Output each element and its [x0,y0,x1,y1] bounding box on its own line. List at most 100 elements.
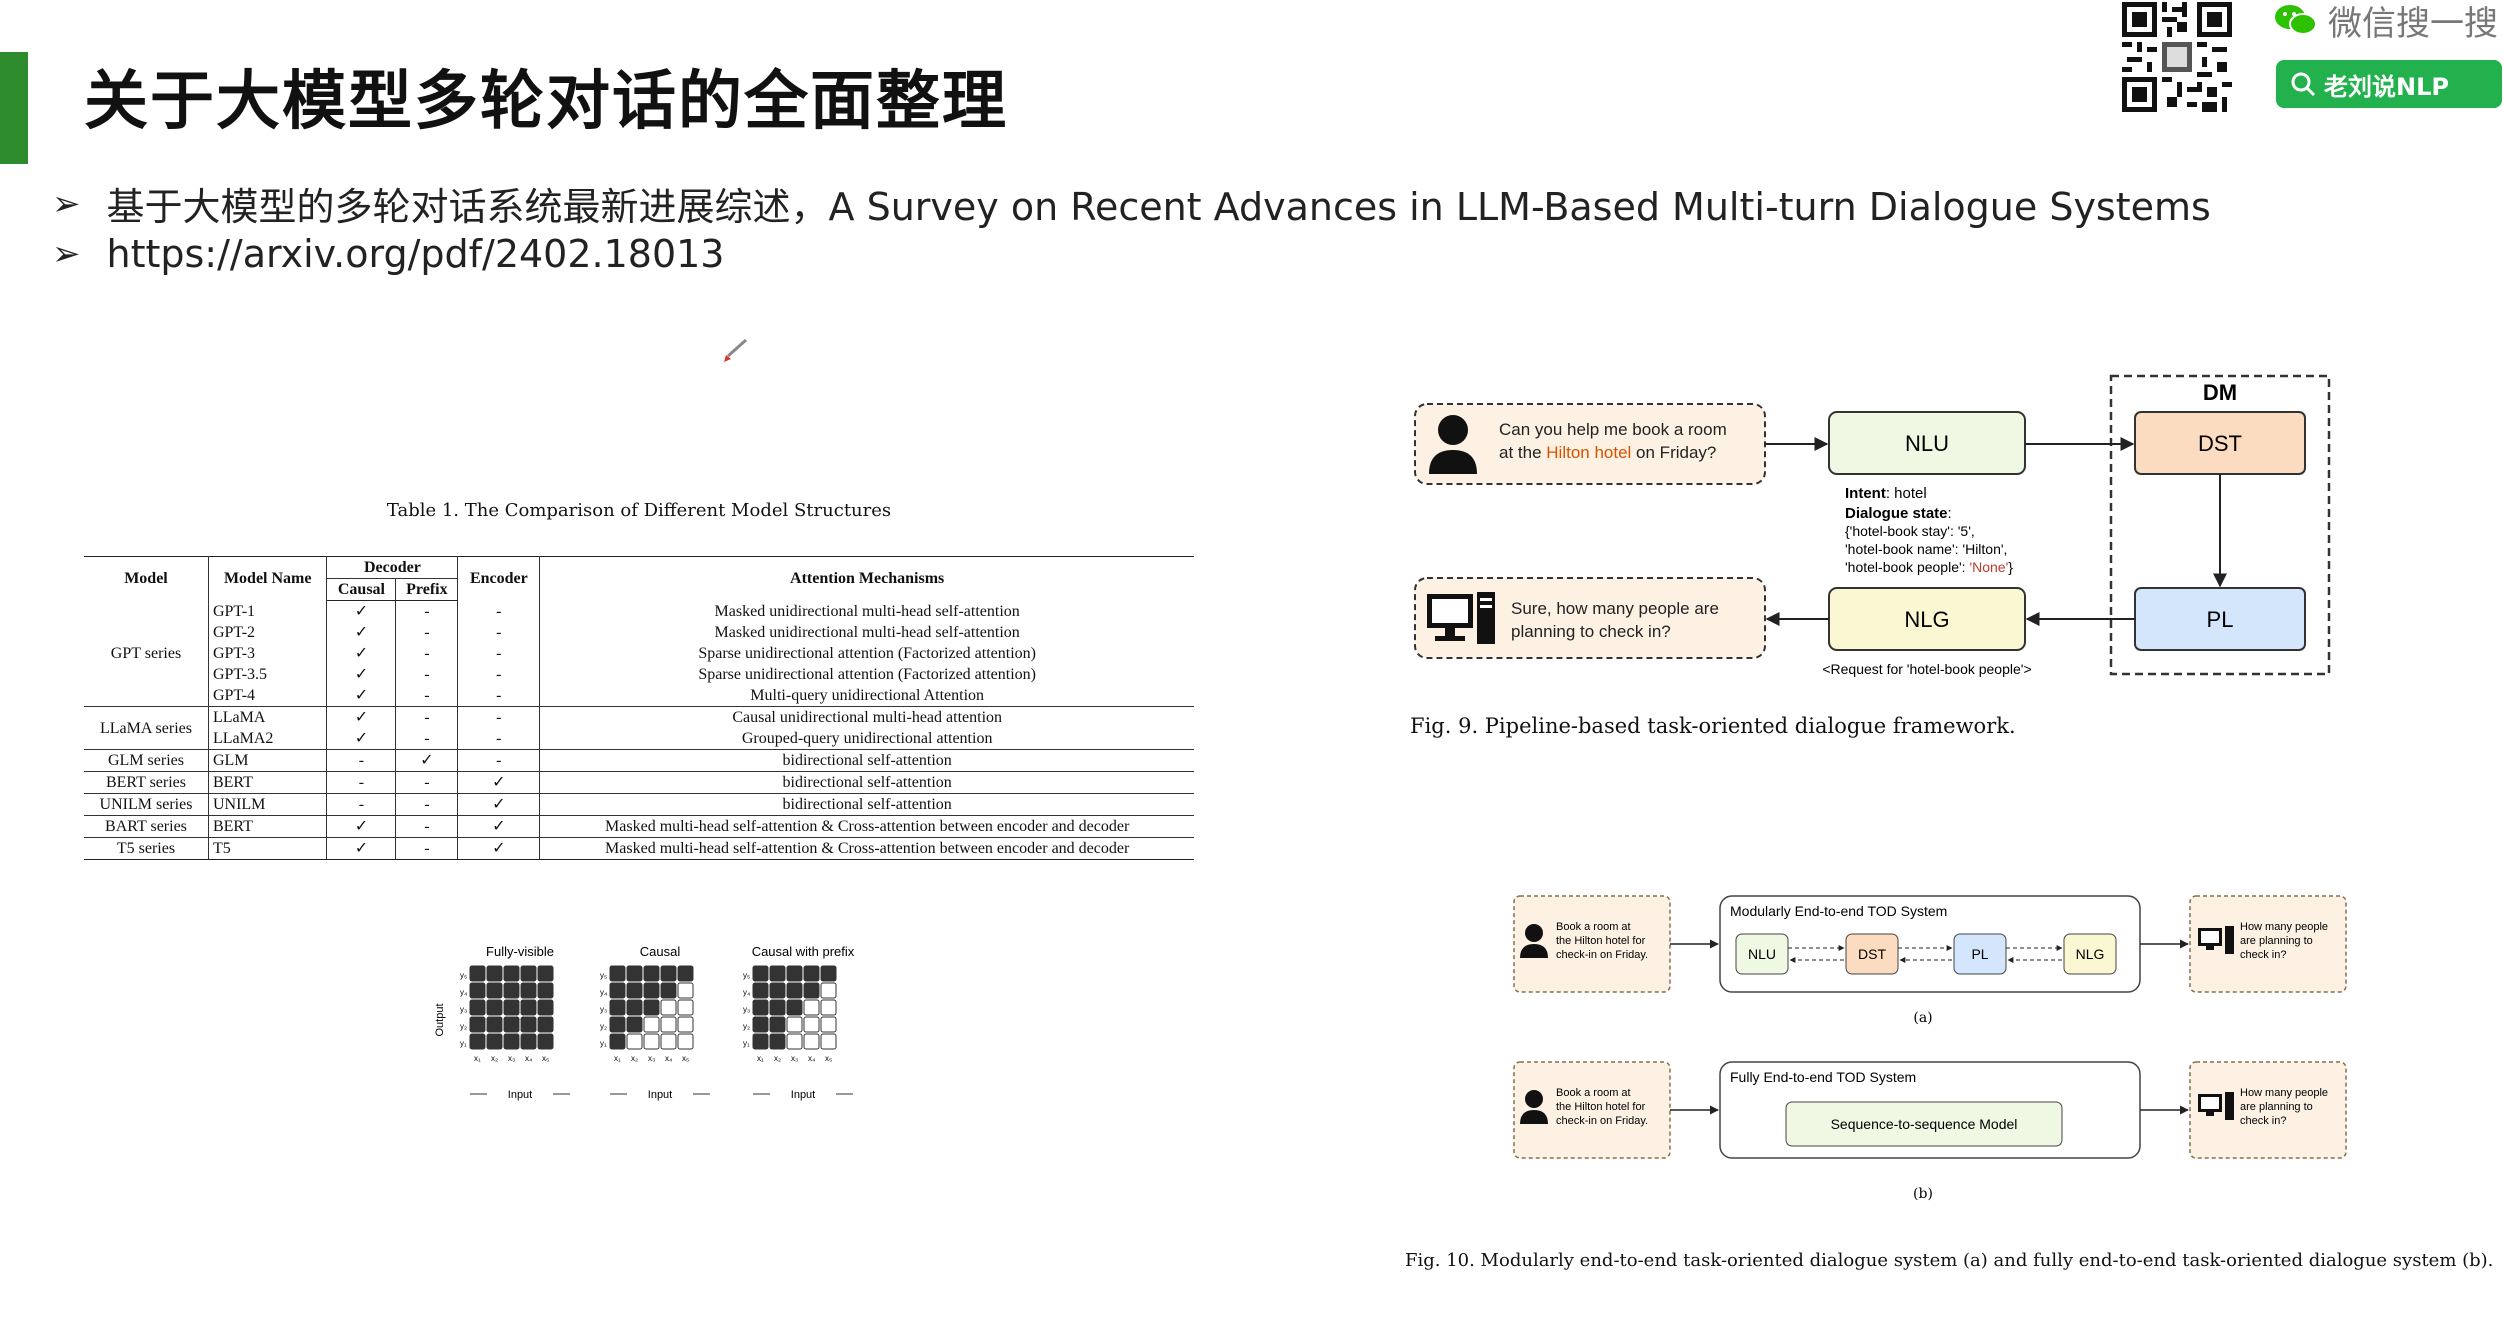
dialogue-state-line3: 'hotel-book people': 'None'} [1845,559,2013,575]
row-causal: ✓ [326,706,397,728]
pl-module [1953,933,2007,975]
row-model-name: UNILM [208,793,328,816]
mask-cell [786,1033,803,1050]
nlg-module [2063,933,2117,975]
x-tick-label: x₁ [757,1054,764,1063]
user-person-icon [1429,415,1477,474]
output-axis-label: Output [434,1003,446,1036]
row-attention: Sparse unidirectional attention (Factori… [698,666,1036,683]
mask-cell [609,999,626,1016]
y-tick-label: y₅ [743,971,750,980]
user-text: check-in on Friday. [1556,1115,1648,1127]
row-causal: - [326,749,397,772]
y-tick-label: y₁ [600,1039,607,1048]
y-tick-label: y₅ [460,971,467,980]
mask-cell [786,965,803,982]
row-causal: ✓ [326,685,397,707]
row-causal: ✓ [326,643,397,664]
x-tick-label: x₅ [682,1054,689,1063]
mask-cell [609,1033,626,1050]
row-attention: Sparse unidirectional attention (Factori… [698,645,1036,662]
row-causal: ✓ [326,815,397,838]
y-tick-label: y₂ [460,1022,467,1031]
col-header-prefix: Prefix [395,578,459,601]
subfig-label-a: (a) [1913,1010,1932,1026]
pipeline-tod-diagram: Can you help me book a room at the Hilto… [1414,374,2331,677]
row-causal: ✓ [326,728,397,750]
row-attention: Multi-query unidirectional Attention [750,687,985,704]
x-tick-label: x₄ [808,1054,815,1063]
computer-icon [2198,926,2234,954]
row-prefix: - [395,837,459,860]
pen-cursor-icon [724,338,747,362]
x-tick-label: x₁ [474,1054,481,1063]
fig10-caption: Fig. 10. Modularly end-to-end task-orien… [1405,1250,2494,1271]
mask-cell [520,965,537,982]
row-prefix: - [395,793,459,816]
search-badge-text: 老刘说NLP [2324,72,2449,101]
paper-url-link[interactable]: https://arxiv.org/pdf/2402.18013 [106,232,725,276]
mask-cell [769,1016,786,1033]
y-tick-label: y₅ [600,971,607,980]
nlu-label: NLU [1905,431,1949,456]
y-tick-label: y₄ [743,988,750,997]
input-axis-label: Input [648,1089,672,1101]
pl-label: PL [2207,607,2234,632]
wechat-icon [2275,5,2317,35]
col-header-attention: Attention Mechanisms [539,556,1194,601]
search-account-badge[interactable]: 老刘说NLP [2276,60,2502,108]
mask-cell [660,999,677,1016]
bullet-text: 基于大模型的多轮对话系统最新进展综述，A Survey on Recent Ad… [106,185,2211,229]
row-prefix: - [395,664,459,685]
wechat-label-text: 微信搜一搜 [2328,3,2498,44]
row-model-group: BART series [84,815,209,838]
mask-cell [752,1033,769,1050]
x-tick-label: x₅ [542,1054,549,1063]
mask-cell [820,999,837,1016]
mask-cell [503,982,520,999]
mask-cell [677,1033,694,1050]
mask-cell [520,1033,537,1050]
dialogue-state-label: Dialogue state: [1845,505,1952,522]
mask-cell [820,965,837,982]
mask-cell [643,1016,660,1033]
bullet-survey-title: ➢ 基于大模型的多轮对话系统最新进展综述，A Survey on Recent … [52,176,2211,231]
computer-icon [2198,1092,2234,1120]
nlg-label: NLG [1904,607,1949,632]
mask-cell [752,1016,769,1033]
y-tick-label: y₂ [600,1022,607,1031]
y-tick-label: y₂ [743,1022,750,1031]
arrow-bullet-icon: ➢ [52,183,81,224]
end-to-end-tod-diagram: Book a room at the Hilton hotel for chec… [1513,895,2347,1202]
row-model-name: GPT-4 [208,685,328,707]
row-model-group: GLM series [84,749,209,772]
mask-cell [803,1016,820,1033]
mask-cell [786,982,803,999]
qr-code-icon [2122,2,2232,112]
row-attention: bidirectional self-attention [539,771,1194,794]
dst-label: DST [2198,431,2242,456]
mask-cell [486,982,503,999]
intent-text: Intent: hotel [1845,485,1927,502]
row-attention: Masked unidirectional multi-head self-at… [714,602,1020,620]
system-text: check in? [2240,949,2286,961]
mask-cell [537,1033,554,1050]
user-box-b [1513,1061,1671,1159]
seq2seq-model-box [1785,1101,2063,1147]
row-encoder: ✓ [457,837,541,860]
mask-cell [609,982,626,999]
mask-cell [626,965,643,982]
mask-cell [769,982,786,999]
user-text: Book a room at [1556,1087,1631,1099]
search-icon [2291,72,2316,97]
row-prefix: - [395,685,459,707]
x-tick-label: x₁ [614,1054,621,1063]
mask-cell [786,999,803,1016]
row-encoder: ✓ [457,793,541,816]
request-annotation: <Request for 'hotel-book people'> [1822,661,2031,677]
row-encoder: - [457,664,541,685]
row-encoder: - [457,685,541,707]
system-text: How many people [2240,921,2328,933]
y-tick-label: y₁ [460,1039,467,1048]
row-model-name: GPT-3 [208,643,328,664]
